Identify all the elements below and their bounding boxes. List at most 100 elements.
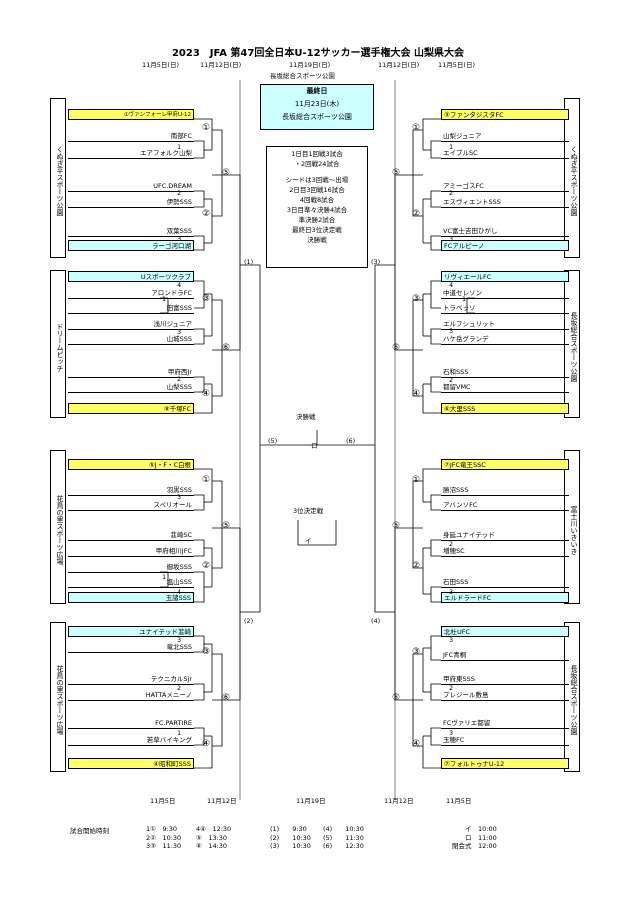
team-left-18: スペリオール <box>68 500 194 511</box>
header-center-venue: 長坂総合スポーツ公園 <box>270 72 335 80</box>
match-number: 1 <box>177 143 182 151</box>
match-number: 1 <box>462 295 467 303</box>
footer-right-round2-date: 11月12日 <box>384 797 414 805</box>
match-number: 2 <box>449 540 454 548</box>
round4-match-marker: ⑥ <box>392 693 401 703</box>
venue-left-1: くぬぎ平スポーツ公園 <box>50 98 66 258</box>
match-number: 4 <box>449 281 454 289</box>
round4-match-marker: ⑤ <box>222 168 231 178</box>
venue-left-4: 花鳥の里スポーツ広場 <box>50 622 66 772</box>
team-left-11: 浅川ジュニア <box>68 319 194 330</box>
semifinal-marker: (5) <box>268 437 278 445</box>
round3-match-marker: ② <box>412 561 421 571</box>
match-number: 1 <box>177 729 182 737</box>
team-left-23: 玉諸SSS <box>68 592 194 603</box>
quarterfinal-marker: (4) <box>371 617 381 625</box>
schedule-col-4: (4) 10:30 (5) 11:30 (6) 12:30 <box>323 825 364 850</box>
team-right-4: アミーゴスFC <box>441 181 569 192</box>
quarterfinal-marker: (2) <box>244 617 254 625</box>
round3-match-marker: ④ <box>412 389 421 399</box>
team-right-1: ③ファンタジスタFC <box>441 109 569 120</box>
schedule-col-2: 4④ 12:30 ⑤ 13:30 ⑥ 14:30 <box>196 825 232 850</box>
round3-match-marker: ③ <box>412 647 421 657</box>
team-right-22: エルドラードFC <box>441 592 569 603</box>
final-label: 決勝戦 <box>296 413 316 421</box>
match-number: 3 <box>177 328 182 336</box>
footer-right-round1-date: 11月5日 <box>446 797 472 805</box>
final-day-label: 最終日 <box>306 87 328 95</box>
round3-match-marker: ③ <box>412 294 421 304</box>
round4-match-marker: ⑥ <box>222 343 231 353</box>
third-place-label: 3位決定戦 <box>293 507 324 515</box>
schedule-label: 試合開始時刻 <box>70 827 109 835</box>
team-right-7: FCアルピーノ <box>441 240 569 251</box>
team-left-15: ⑧千塚FC <box>68 403 194 414</box>
team-right-17: 勝沼SSS <box>441 485 569 496</box>
note-line: ・2回戦24試合 <box>294 160 340 168</box>
venue-right-4: 長坂総合スポーツ公園 <box>564 622 580 772</box>
team-left-27: HATTAメニーノ <box>68 690 194 701</box>
quarterfinal-marker: (1) <box>244 258 254 266</box>
team-right-16: ⑦JFC竜王SSC <box>441 459 569 470</box>
match-number: 3 <box>449 588 454 596</box>
page-title: 2023 JFA 第47回全日本U-12サッカー選手権大会 山梨県大会 <box>171 48 465 59</box>
team-left-28: FC.PARTIRE <box>68 718 194 729</box>
round4-match-marker: ⑥ <box>222 693 231 703</box>
note-line: 3日目準々決勝4試合 <box>286 206 348 214</box>
header-right-round1-date: 11月5日(日) <box>438 61 475 69</box>
team-right-15: ⑥大里SSS <box>441 403 569 414</box>
team-left-21: 御坂SSS <box>68 562 194 573</box>
team-right-28: 玉穂FC <box>441 735 569 746</box>
match-number: 2 <box>449 189 454 197</box>
team-left-10: 田富SSS <box>68 303 194 314</box>
venue-left-3: 花鳥の里スポーツ広場 <box>50 450 66 604</box>
schedule-col-3: (1) 9:30 (2) 10:30 (3) 10:30 <box>270 825 311 850</box>
team-left-19: 韮崎SC <box>68 530 194 541</box>
team-left-2: 南部FC <box>68 131 194 142</box>
note-line: 決勝戦 <box>307 236 327 244</box>
note-line: 1日目1回戦3試合 <box>291 150 343 158</box>
team-left-26: テクニカルSjr <box>68 674 194 685</box>
round3-match-marker: ② <box>412 209 421 219</box>
round3-match-marker: ① <box>412 123 421 133</box>
team-left-14: 山梨SSS <box>68 382 194 393</box>
schedule-col-5: イ 10:00 ロ 11:00 閉会式 12:00 <box>452 825 497 850</box>
match-number: 2 <box>177 189 182 197</box>
note-line: 2日目3回戦16試合 <box>289 186 345 194</box>
round3-match-marker: ② <box>202 561 211 571</box>
round3-match-marker: ④ <box>412 739 421 749</box>
final-day-date: 11月23日(木) <box>294 100 340 108</box>
header-center-date: 11月19日(日) <box>289 61 331 69</box>
match-number: 4 <box>177 588 182 596</box>
match-number: 2 <box>449 376 454 384</box>
match-number: 3 <box>177 493 182 501</box>
team-left-12: 山城SSS <box>68 334 194 345</box>
round3-match-marker: ③ <box>202 294 211 304</box>
round4-match-marker: ⑤ <box>392 521 401 531</box>
quarterfinal-marker: (3) <box>371 258 381 266</box>
match-number: 2 <box>177 684 182 692</box>
round3-match-marker: ① <box>202 475 211 485</box>
team-right-10: トラベッソ <box>441 303 569 314</box>
round3-match-marker: ④ <box>202 389 211 399</box>
match-number: 3 <box>449 729 454 737</box>
team-left-16: ⑤J・F・C白根 <box>68 459 194 470</box>
round3-match-marker: ③ <box>202 647 211 657</box>
team-right-14: 都留VMC <box>441 382 569 393</box>
team-right-3: エイブルSC <box>441 148 569 159</box>
team-left-6: 双葉SSS <box>68 226 194 237</box>
round3-match-marker: ② <box>202 209 211 219</box>
header-left-round1-date: 11月5日(日) <box>142 61 179 69</box>
team-left-5: 伊勢SSS <box>68 197 194 208</box>
venue-left-2: ドリームピッチ <box>50 270 66 418</box>
match-number: 3 <box>449 327 454 335</box>
header-right-round2-date: 11月12日(日) <box>378 61 420 69</box>
final-mark: ロ <box>311 442 318 450</box>
note-line: 最終日3位決定戦 <box>292 226 342 234</box>
team-right-18: アバンソFC <box>441 500 569 511</box>
match-number: 4 <box>177 281 182 289</box>
team-right-24: JFC青桐 <box>441 650 569 661</box>
venue-right-1: くぬぎ平スポーツ公園 <box>564 98 580 258</box>
note-line: シードは3回戦～出場 <box>285 176 349 184</box>
